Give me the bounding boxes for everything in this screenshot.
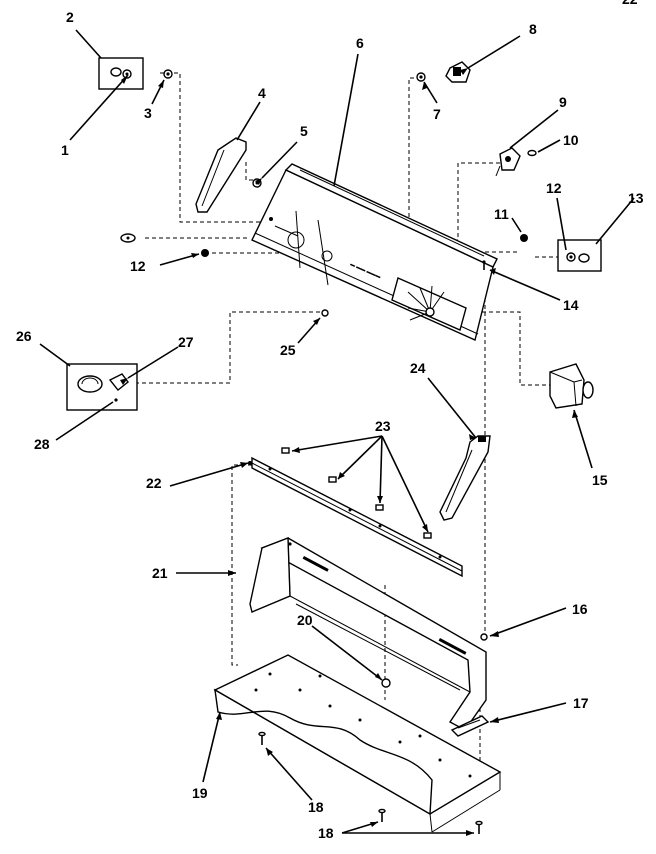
header-fragment: 22 — [622, 0, 638, 7]
label-part-19: 19 — [192, 785, 208, 801]
part-9-switch — [495, 147, 521, 177]
label-part-27: 27 — [178, 334, 194, 350]
label-part-10: 10 — [563, 132, 579, 148]
part-12-nut-left — [201, 249, 209, 257]
label-part-21: 21 — [152, 565, 168, 581]
label-part-3: 3 — [144, 105, 152, 121]
label-part-26: 26 — [16, 328, 32, 344]
label-part-14: 14 — [563, 297, 579, 313]
label-part-12-left: 12 — [130, 258, 146, 274]
part-17-clip — [450, 715, 490, 737]
label-part-15: 15 — [592, 472, 608, 488]
label-part-25: 25 — [280, 342, 296, 358]
part-6-control-panel: ▬ ▬▬ ▬▬▬ — [251, 163, 498, 341]
part-11-nut — [520, 234, 528, 242]
label-part-23: 23 — [375, 418, 391, 434]
part-20-nut — [381, 678, 391, 688]
part-number-labels: 1 2 3 4 5 6 7 8 9 10 11 12 12 13 14 15 1… — [16, 9, 644, 841]
part-19-base — [213, 654, 502, 833]
assembly-guide-lines — [120, 72, 558, 780]
label-part-1: 1 — [61, 142, 69, 158]
part-4-left-end-bracket — [195, 137, 247, 213]
label-part-16: 16 — [572, 601, 588, 617]
label-part-4: 4 — [258, 85, 266, 101]
label-part-28: 28 — [34, 436, 50, 452]
label-part-22: 22 — [146, 475, 162, 491]
label-part-12-right: 12 — [546, 180, 562, 196]
part-24-right-end-bracket — [439, 435, 491, 521]
part-8-knob — [445, 61, 471, 83]
label-part-7: 7 — [433, 106, 441, 122]
label-part-6: 6 — [356, 35, 364, 51]
leader-lines — [39, 29, 635, 834]
label-part-11: 11 — [494, 206, 509, 222]
leader-arrowheads — [120, 68, 578, 836]
label-part-24: 24 — [410, 360, 426, 376]
label-part-17: 17 — [573, 695, 589, 711]
label-part-20: 20 — [297, 612, 313, 628]
label-part-5: 5 — [300, 123, 308, 139]
part-7-nut — [416, 72, 426, 82]
part-23-clips — [281, 447, 432, 539]
label-part-18-b: 18 — [318, 825, 334, 841]
part-15-timer — [549, 363, 594, 409]
part-18-screws — [258, 731, 483, 834]
label-part-9: 9 — [559, 94, 567, 110]
part-13-bracket-box — [557, 239, 602, 272]
part-25-screw — [321, 309, 329, 317]
label-part-13: 13 — [628, 190, 644, 206]
part-21-base-shield — [249, 536, 487, 731]
part-16-screw — [480, 633, 488, 641]
label-part-18-a: 18 — [308, 799, 324, 815]
label-part-2: 2 — [66, 9, 74, 25]
loose-clip-left — [120, 233, 136, 243]
part-2-bracket-box — [98, 57, 144, 90]
part-3-nut — [163, 69, 173, 79]
part-22-rail — [248, 456, 463, 578]
label-part-8: 8 — [529, 21, 537, 37]
part-10-screw — [527, 149, 537, 157]
part-26-knob-box — [66, 363, 138, 411]
